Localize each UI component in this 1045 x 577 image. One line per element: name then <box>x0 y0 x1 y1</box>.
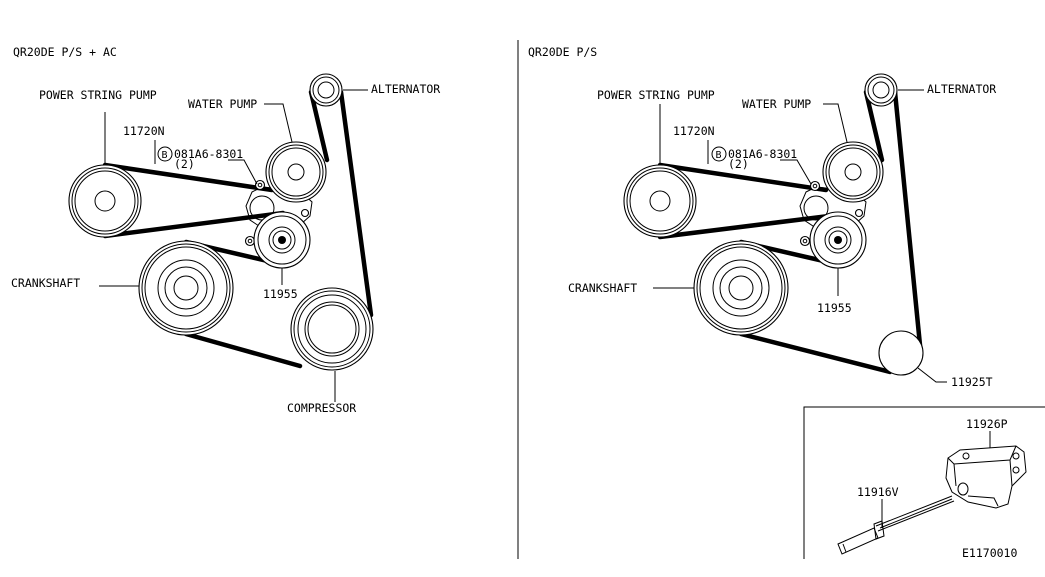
left-diagram: QR20DE P/S + AC <box>11 45 440 415</box>
left-belt-part-label: 11720N <box>123 124 165 138</box>
inset-bolt-part-label: 11916V <box>857 485 899 499</box>
right-idler-pulley-11925t <box>878 330 924 376</box>
right-power-steering-pulley <box>623 164 697 238</box>
right-belt-part-label: 11720N <box>673 124 715 138</box>
right-leaders <box>653 89 947 383</box>
left-bolt-qty-label: (2) <box>174 157 195 171</box>
right-bolt-b-marker: B <box>711 146 727 162</box>
left-alternator-label: ALTERNATOR <box>371 82 440 96</box>
right-water-pump-pulley <box>822 141 884 203</box>
left-idler-part-label: 11955 <box>263 287 298 301</box>
left-power-steering-pulley <box>68 164 142 238</box>
figure-code: E1170010 <box>962 546 1017 560</box>
right-bolt-qty-label: (2) <box>728 157 749 171</box>
left-power-steering-label: POWER STRING PUMP <box>39 88 157 102</box>
right-idler-pulley-part-label: 11925T <box>951 375 993 389</box>
inset-adjusting-bolt <box>837 495 955 555</box>
inset-bracket <box>945 445 1027 509</box>
left-alternator-pulley <box>309 73 343 107</box>
left-water-pump-label: WATER PUMP <box>188 97 257 111</box>
left-crankshaft-pulley <box>138 240 234 336</box>
inset-box: 11926P 11916V <box>803 406 1045 559</box>
left-crankshaft-label: CRANKSHAFT <box>11 276 80 290</box>
right-title: QR20DE P/S <box>528 45 597 59</box>
right-power-steering-label: POWER STRING PUMP <box>597 88 715 102</box>
right-idler-pulley <box>809 211 867 269</box>
left-compressor-pulley <box>290 287 374 371</box>
right-alternator-label: ALTERNATOR <box>927 82 996 96</box>
right-idler-bracket <box>799 180 867 247</box>
right-crankshaft-label: CRANKSHAFT <box>568 281 637 295</box>
right-alternator-pulley <box>864 73 898 107</box>
right-water-pump-label: WATER PUMP <box>742 97 811 111</box>
right-bolt-marker-letter: B <box>716 150 722 161</box>
right-bolt-part-label: 081A6-8301 <box>728 147 797 161</box>
left-title: QR20DE P/S + AC <box>13 45 117 59</box>
left-water-pump-pulley <box>265 141 327 203</box>
left-compressor-label: COMPRESSOR <box>287 401 356 415</box>
right-idler-part-label: 11955 <box>817 301 852 315</box>
left-bolt-part-label: 081A6-8301 <box>174 147 243 161</box>
right-diagram: QR20DE P/S <box>528 45 996 389</box>
right-crankshaft-pulley <box>693 240 789 336</box>
left-bolt-marker-letter: B <box>162 150 168 161</box>
inset-bracket-part-label: 11926P <box>966 417 1008 431</box>
left-idler-pulley <box>253 211 311 269</box>
left-bolt-b-marker: B <box>157 146 173 162</box>
left-leaders <box>99 89 368 402</box>
